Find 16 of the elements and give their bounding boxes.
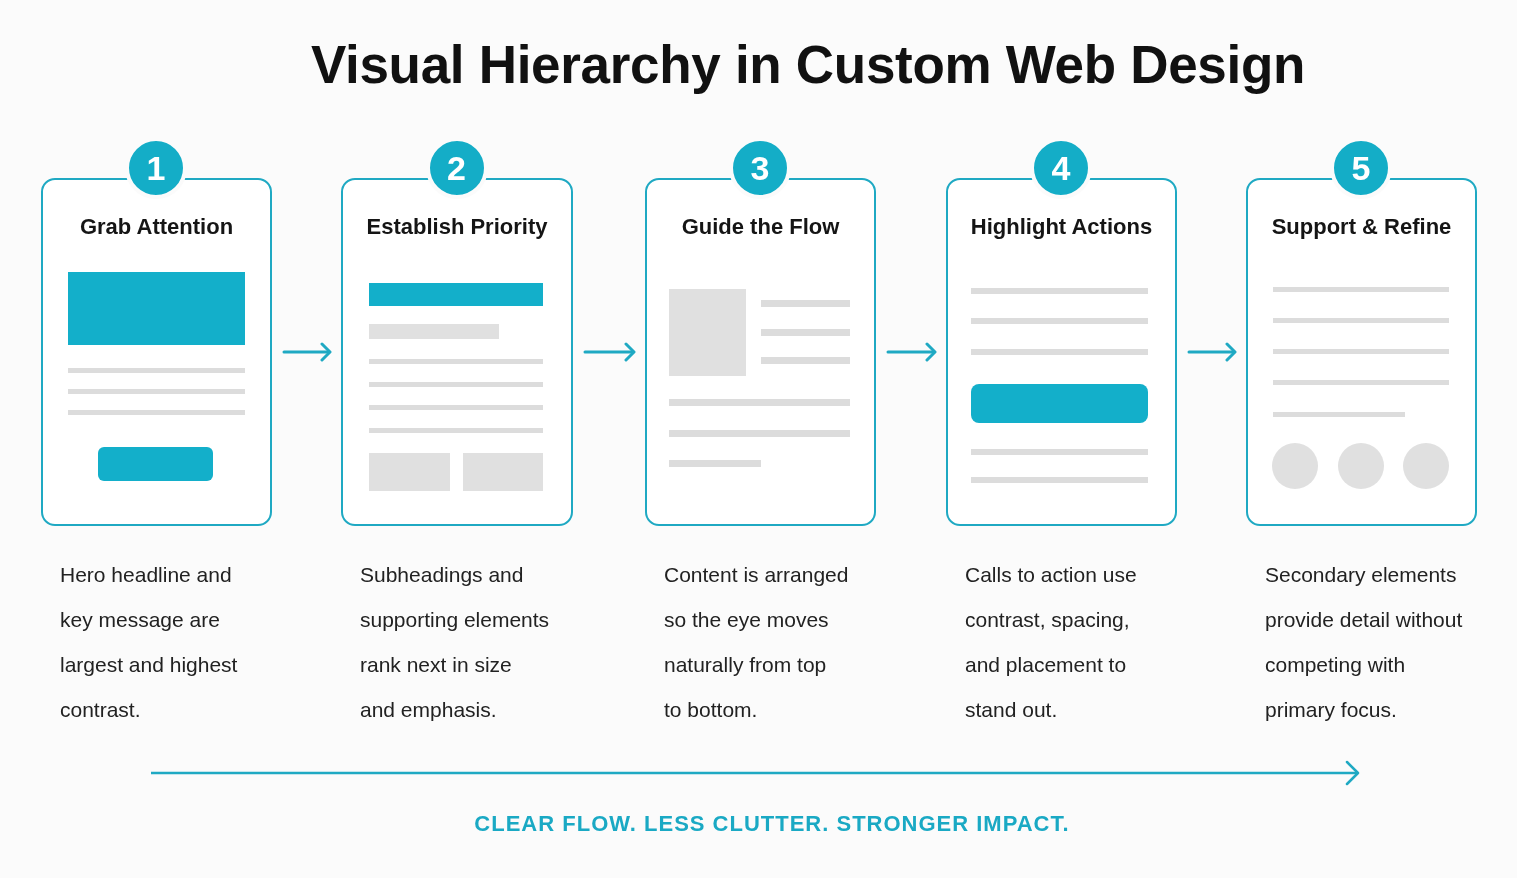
arrow [886,342,937,362]
step-description: Content is arranged so the eye moves naturally from top to bottom. [664,562,849,723]
step-description: Subheadings and supporting elements rank next in size and emphasis. [360,562,550,723]
step-description: Hero headline and key message are largest and highest contrast. [60,562,238,723]
step-description: Secondary elements provide detail without competing with primary focus. [1265,562,1463,723]
step-heading: Guide the Flow [681,212,840,241]
step-heading: Establish Priority [366,212,548,241]
diagram-title: Visual Hierarchy in Custom Web Design [310,34,1306,96]
arrow [282,342,332,362]
step-heading: Grab Attention [79,212,234,241]
arrow [1187,342,1237,362]
step-description: Calls to action use contrast, spacing, and placement to stand out. [965,562,1137,723]
step-heading: Support & Refine [1271,212,1452,241]
tagline-caption: CLEAR FLOW. LESS CLUTTER. STRONGER IMPACT. [474,810,1070,838]
step-heading: Highlight Actions [970,212,1153,241]
arrow [583,342,636,362]
